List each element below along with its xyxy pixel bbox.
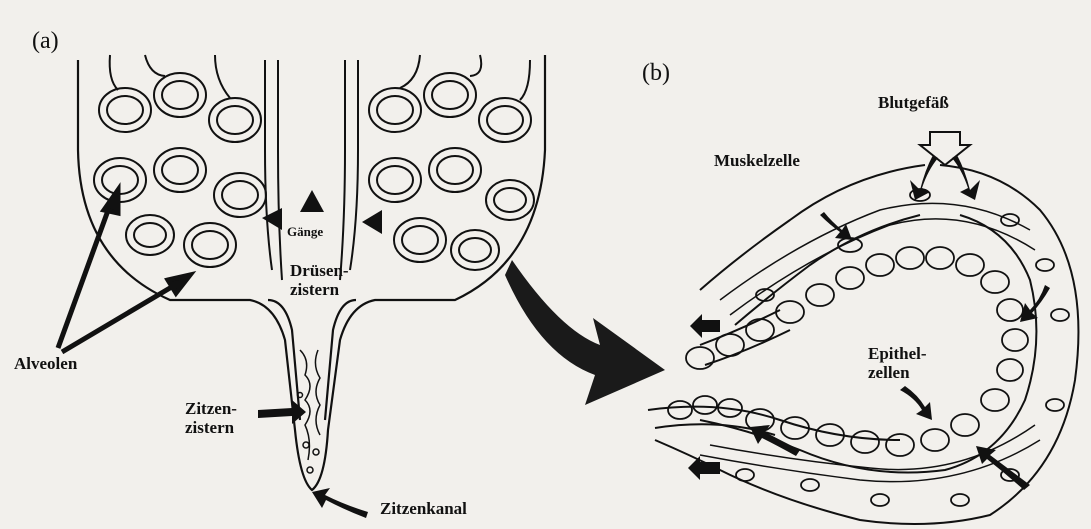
- zitzenkanal-pointer: [312, 488, 368, 518]
- label-druesenzistern: Drüsen- zistern: [290, 262, 349, 299]
- label-alveolen: Alveolen: [14, 355, 77, 374]
- alveoli-cluster-left: [94, 55, 282, 280]
- label-druesenzistern-line1: Drüsen-: [290, 262, 349, 281]
- label-epithelzellen-line2: zellen: [868, 364, 927, 383]
- label-zitzenzistern-line2: zistern: [185, 419, 237, 438]
- label-epithelzellen-line1: Epithel-: [868, 345, 927, 364]
- label-zitzenzistern-line1: Zitzen-: [185, 400, 237, 419]
- label-zitzenzistern: Zitzen- zistern: [185, 400, 237, 437]
- label-gaenge: Gänge: [287, 225, 323, 239]
- label-muskelzelle: Muskelzelle: [714, 152, 800, 171]
- alveoli-cluster-right: [340, 55, 534, 280]
- label-druesenzistern-line2: zistern: [290, 281, 349, 300]
- label-epithelzellen: Epithel- zellen: [868, 345, 927, 382]
- panel-label-b: (b): [642, 60, 670, 86]
- zoom-arrow: [505, 260, 665, 405]
- label-blutgefaess: Blutgefäß: [878, 94, 949, 113]
- label-zitzenkanal: Zitzenkanal: [380, 500, 467, 519]
- panel-label-a: (a): [32, 28, 59, 54]
